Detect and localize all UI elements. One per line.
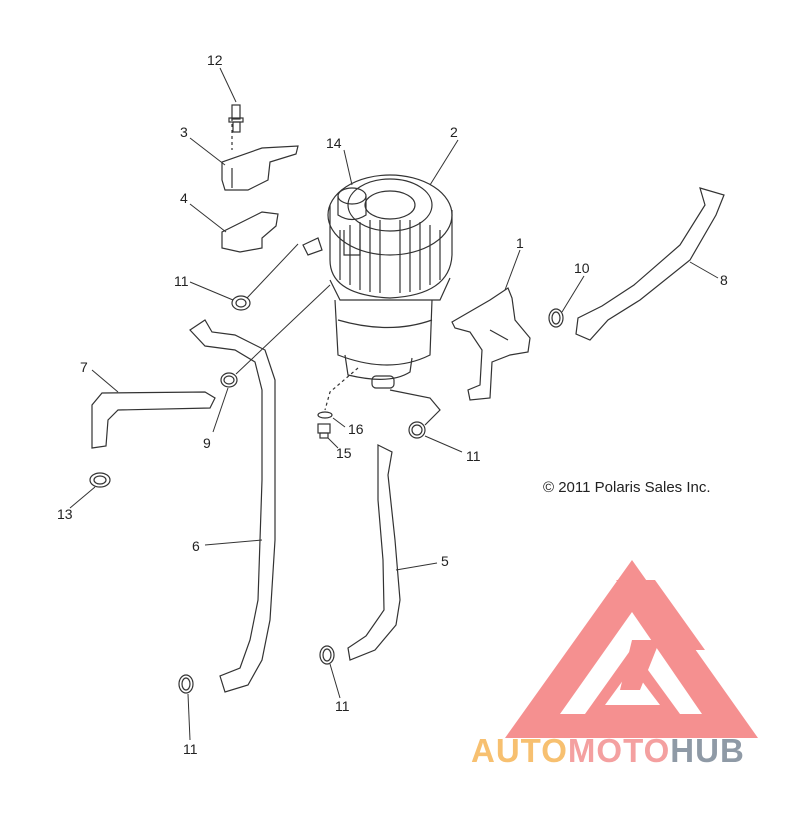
washer-part-16 — [317, 411, 333, 419]
callout-11-bottom: 11 — [183, 741, 198, 757]
clamp-part-11-bottom — [178, 674, 194, 694]
guide-line-hose — [389, 389, 441, 426]
clamp-part-11-lower — [319, 645, 335, 665]
bolt-part-12 — [228, 104, 244, 133]
callout-3: 3 — [180, 124, 188, 140]
callout-9: 9 — [203, 435, 211, 451]
hose-part-7 — [91, 391, 216, 449]
callout-1: 1 — [516, 235, 524, 251]
callout-16: 16 — [348, 421, 364, 437]
callout-10: 10 — [574, 260, 590, 276]
callout-15: 15 — [336, 445, 352, 461]
callout-8: 8 — [720, 272, 728, 288]
brand-part-auto: AUTO — [471, 732, 568, 769]
callout-11-upper: 11 — [174, 273, 189, 289]
clamp-part-11-mid — [408, 421, 426, 439]
brand-part-hub: HUB — [670, 732, 745, 769]
callout-6: 6 — [192, 538, 200, 554]
callout-5: 5 — [441, 553, 449, 569]
bracket-part-4 — [221, 211, 279, 253]
cap-part-14 — [337, 187, 367, 256]
brand-part-moto: MOTO — [567, 732, 671, 769]
brand-watermark: AUTOMOTOHUB — [471, 732, 745, 770]
callout-2: 2 — [450, 124, 458, 140]
callout-4: 4 — [180, 190, 188, 206]
clamp-part-9 — [220, 372, 238, 388]
hose-part-8 — [575, 187, 725, 341]
copyright-text: © 2011 Polaris Sales Inc. — [543, 479, 711, 496]
callout-11-mid: 11 — [466, 448, 481, 464]
callout-14: 14 — [326, 135, 342, 151]
clamp-part-13 — [89, 472, 111, 488]
canister-part-2 — [327, 174, 453, 389]
bracket-part-3 — [221, 145, 299, 191]
hose-part-5 — [347, 444, 401, 661]
canister-nozzle — [302, 237, 323, 256]
fitting-part-15 — [317, 423, 331, 439]
leader-lines — [69, 67, 719, 741]
guide-line-fitting — [324, 367, 359, 411]
callout-13: 13 — [57, 506, 73, 522]
callout-11-lower: 11 — [335, 698, 350, 714]
callout-12: 12 — [207, 52, 223, 68]
clamp-part-11-upper — [231, 295, 251, 311]
clamp-part-10 — [548, 308, 564, 328]
bracket-part-1 — [451, 287, 531, 401]
watermark-logo — [505, 560, 758, 738]
callout-labels: 12 3 4 14 2 1 10 8 11 7 9 13 6 5 11 16 1… — [57, 52, 728, 757]
callout-7: 7 — [80, 359, 88, 375]
hose-part-6 — [189, 319, 276, 693]
